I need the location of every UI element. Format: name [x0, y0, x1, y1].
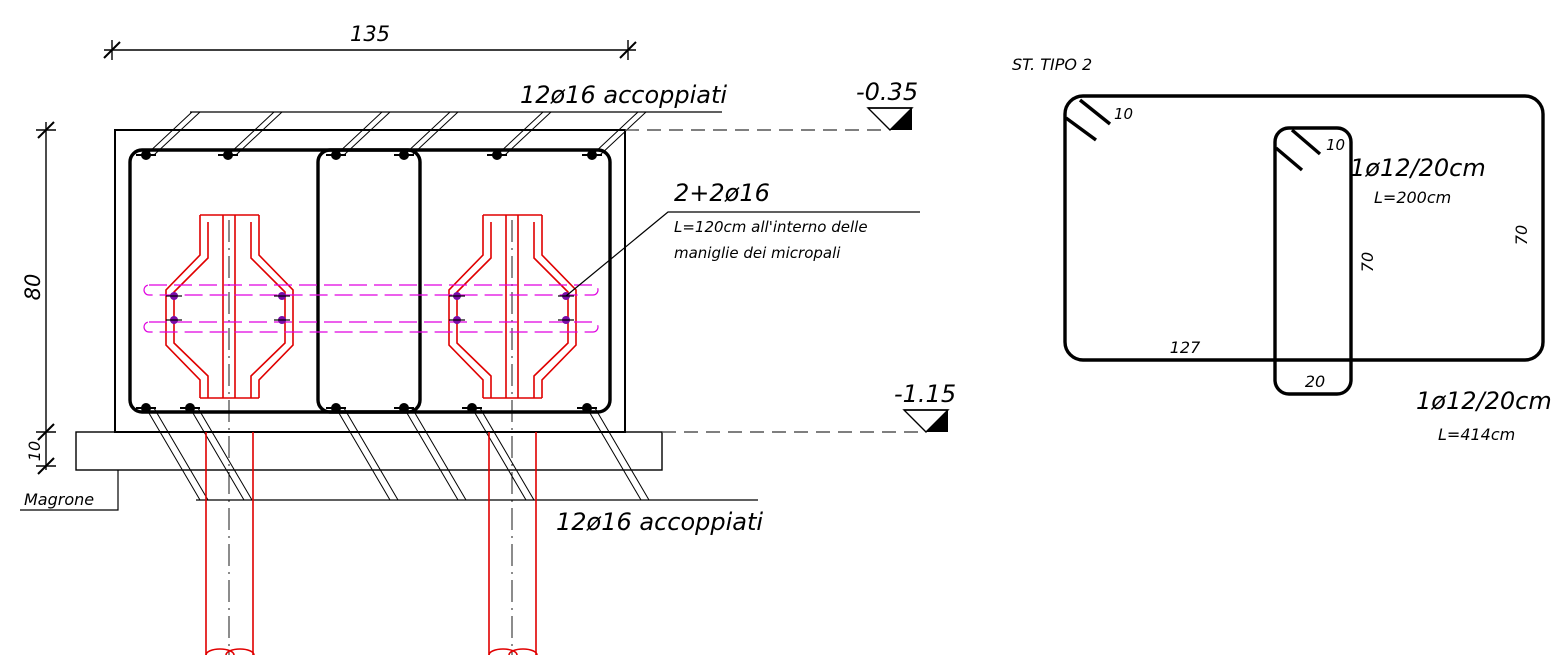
- detail-inner-stirrup: [1273, 126, 1353, 396]
- side-bars-note-1: L=120cm all'interno delle: [674, 218, 868, 236]
- bottom-bar-leaders: [145, 407, 758, 501]
- dim-height-text: 80: [21, 274, 45, 301]
- dimension-width: 135: [103, 22, 637, 60]
- detail-outer-len: L=414cm: [1438, 425, 1515, 444]
- dim-width-text: 135: [350, 22, 390, 46]
- detail-outer-length: 127: [1170, 338, 1201, 357]
- magrone-label: Magrone: [24, 490, 94, 509]
- detail-inner-height: 70: [1358, 252, 1377, 272]
- side-bar-nodes: [170, 292, 570, 324]
- dim-magrone-text: 10: [25, 441, 44, 461]
- detail-outer-hook: 10: [1114, 105, 1133, 123]
- micropile-left: [165, 214, 294, 655]
- level-top-text: -0.35: [856, 78, 918, 106]
- detail-outer-height: 70: [1512, 225, 1531, 245]
- level-marker-bottom: -1.15: [662, 380, 956, 433]
- detail-inner-width: 20: [1305, 372, 1325, 391]
- detail-inner-hook: 10: [1326, 136, 1345, 154]
- detail-inner-label: 1ø12/20cm: [1350, 154, 1486, 182]
- detail-outer-stirrup: [1063, 94, 1545, 362]
- dimension-height: 80 10: [21, 121, 56, 475]
- side-bars-label: 2+2ø16: [674, 179, 770, 207]
- top-bars-label: 12ø16 accoppiati: [520, 81, 727, 109]
- foundation-section: 135 80 10 Magrone: [20, 22, 956, 655]
- side-bar-ticks: [166, 295, 574, 321]
- beam-outline: [114, 129, 626, 433]
- top-bar-leaders: [145, 111, 722, 156]
- side-bars-leader: [565, 211, 920, 297]
- detail-inner-len: L=200cm: [1374, 188, 1451, 207]
- side-bars: [143, 284, 599, 333]
- bottom-bars-label: 12ø16 accoppiati: [556, 508, 763, 536]
- micropile-right: [448, 214, 577, 655]
- side-bars-note-2: maniglie dei micropali: [674, 244, 841, 262]
- inner-stirrup: [316, 148, 422, 414]
- magrone-leader: [20, 470, 119, 511]
- detail-title: ST. TIPO 2: [1012, 55, 1092, 74]
- detail-outer-label: 1ø12/20cm: [1416, 387, 1552, 415]
- level-bottom-text: -1.15: [894, 380, 956, 408]
- level-marker-top: -0.35: [625, 78, 918, 131]
- stirrup-detail: ST. TIPO 2 10 127 70 10 70 20 1ø12/20cm …: [1012, 55, 1552, 444]
